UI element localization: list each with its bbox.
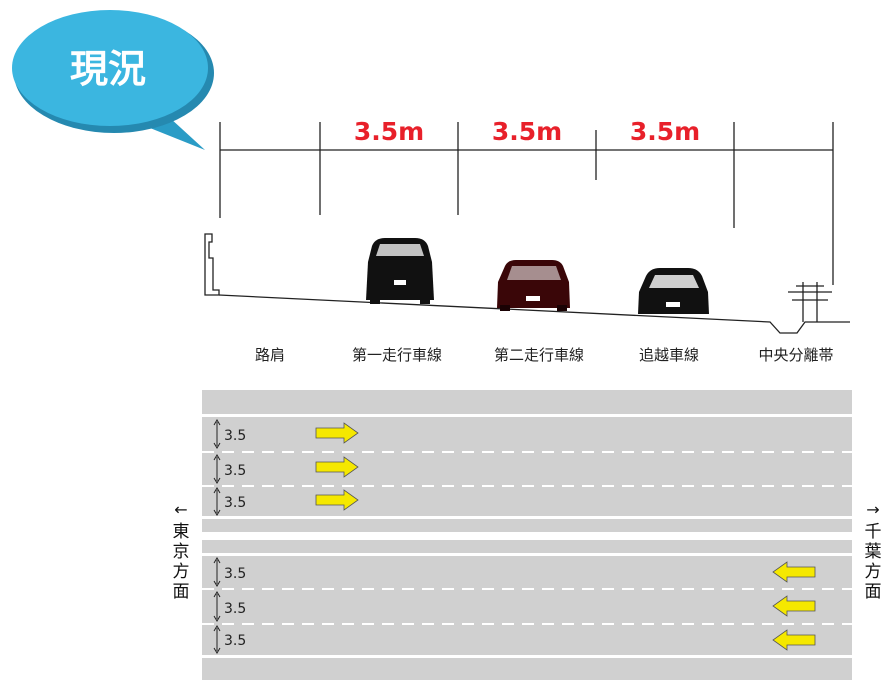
dimension-lines xyxy=(219,122,834,285)
arrow-left-icon xyxy=(772,561,816,583)
arrow-left-icon xyxy=(772,629,816,651)
direction-label-tokyo: ← 東京方面 xyxy=(170,500,192,602)
edge-line xyxy=(202,414,852,417)
direction-label-chiba: → 千葉方面 xyxy=(862,500,884,602)
direction-text: 東京方面 xyxy=(172,522,190,602)
sedan-icon xyxy=(497,260,570,311)
shoulder-wall xyxy=(204,233,220,296)
arrow-right-icon xyxy=(315,422,359,444)
lane-width-marker: 3.5 xyxy=(213,487,246,516)
arrow-left-icon: ← xyxy=(174,500,188,519)
road-surface xyxy=(218,294,850,334)
arrow-right-icon xyxy=(315,489,359,511)
van-icon xyxy=(366,238,434,304)
section-label: 第一走行車線 xyxy=(352,346,442,364)
section-label: 路肩 xyxy=(255,346,285,364)
section-label: 第二走行車線 xyxy=(494,346,584,364)
arrow-right-icon xyxy=(315,456,359,478)
lane-width-value: 3.5 xyxy=(224,601,246,617)
badge-bubble xyxy=(12,10,208,126)
lane-width-label: 3.5m xyxy=(354,117,424,146)
lane-width-label: 3.5m xyxy=(630,117,700,146)
lane-width-marker: 3.5 xyxy=(213,557,246,587)
lane-width-value: 3.5 xyxy=(224,463,246,479)
lane-width-marker: 3.5 xyxy=(213,625,246,654)
lane-width-value: 3.5 xyxy=(224,495,246,511)
median-gap xyxy=(202,532,852,540)
lane-width-marker: 3.5 xyxy=(213,419,246,449)
arrow-left-icon xyxy=(772,595,816,617)
edge-line xyxy=(202,655,852,658)
lane-width-marker: 3.5 xyxy=(213,591,246,622)
plan-view xyxy=(202,390,852,680)
lane-width-marker: 3.5 xyxy=(213,454,246,484)
direction-text: 千葉方面 xyxy=(864,522,882,602)
lane-width-label: 3.5m xyxy=(492,117,562,146)
section-label: 中央分離帯 xyxy=(758,346,833,364)
lane-width-value: 3.5 xyxy=(224,566,246,582)
lane-width-markers-upper: 3.5 3.5 3.5 xyxy=(213,419,246,516)
cross-section-labels: 路肩 第一走行車線 第二走行車線 追越車線 中央分離帯 xyxy=(255,346,834,364)
road-profile xyxy=(204,233,850,334)
section-label: 追越車線 xyxy=(639,346,699,364)
status-badge: 現況 xyxy=(12,10,214,150)
arrow-right-icon: → xyxy=(866,500,880,519)
badge-text: 現況 xyxy=(70,47,146,91)
car-icon xyxy=(638,268,709,314)
traffic-arrows-left xyxy=(772,561,816,651)
traffic-arrows-right xyxy=(315,422,359,511)
edge-line xyxy=(202,553,852,556)
lane-width-markers-lower: 3.5 3.5 3.5 xyxy=(213,557,246,654)
lane-width-value: 3.5 xyxy=(224,428,246,444)
badge-tail xyxy=(150,118,205,150)
edge-line xyxy=(202,516,852,519)
median-barrier xyxy=(788,282,832,322)
lane-width-value: 3.5 xyxy=(224,633,246,649)
